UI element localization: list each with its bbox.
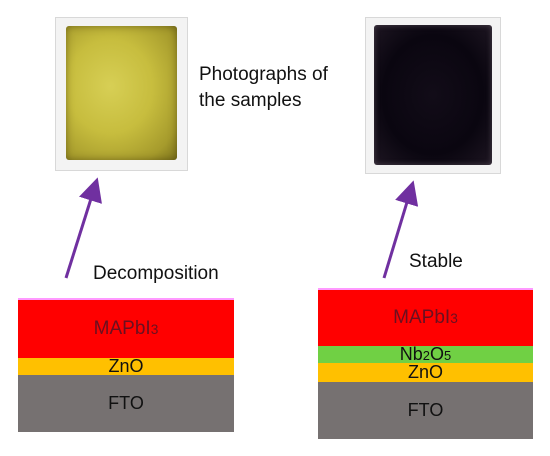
left-layer-fto: FTO [18,375,234,432]
photo-right-stable-sample [365,17,501,174]
decomposition-label: Decomposition [93,263,219,284]
dark-sample-image [374,25,492,165]
right-arrow [382,180,419,279]
photos-caption: Photographs of the samples [199,62,349,114]
nb-label: Nb [399,344,423,364]
right-fto-label: FTO [407,400,444,420]
left-zno-label: ZnO [108,356,144,376]
left-mapbi-label: MAPbI [93,318,151,339]
photo-left-decomposed-sample [55,17,188,171]
right-layer-fto: FTO [318,382,533,439]
caption-line-2: the samples [199,90,302,111]
left-arrow [64,177,102,279]
o-label: O [430,344,445,364]
yellow-sample-image [66,26,177,160]
left-fto-label: FTO [108,393,144,413]
right-mapbi-label: MAPbI [393,307,451,328]
left-layer-zno: ZnO [18,356,234,376]
right-layer-zno: ZnO [318,362,533,382]
caption-line-1: Photographs of [199,64,328,85]
stable-label: Stable [409,251,463,272]
right-zno-label: ZnO [407,362,443,382]
